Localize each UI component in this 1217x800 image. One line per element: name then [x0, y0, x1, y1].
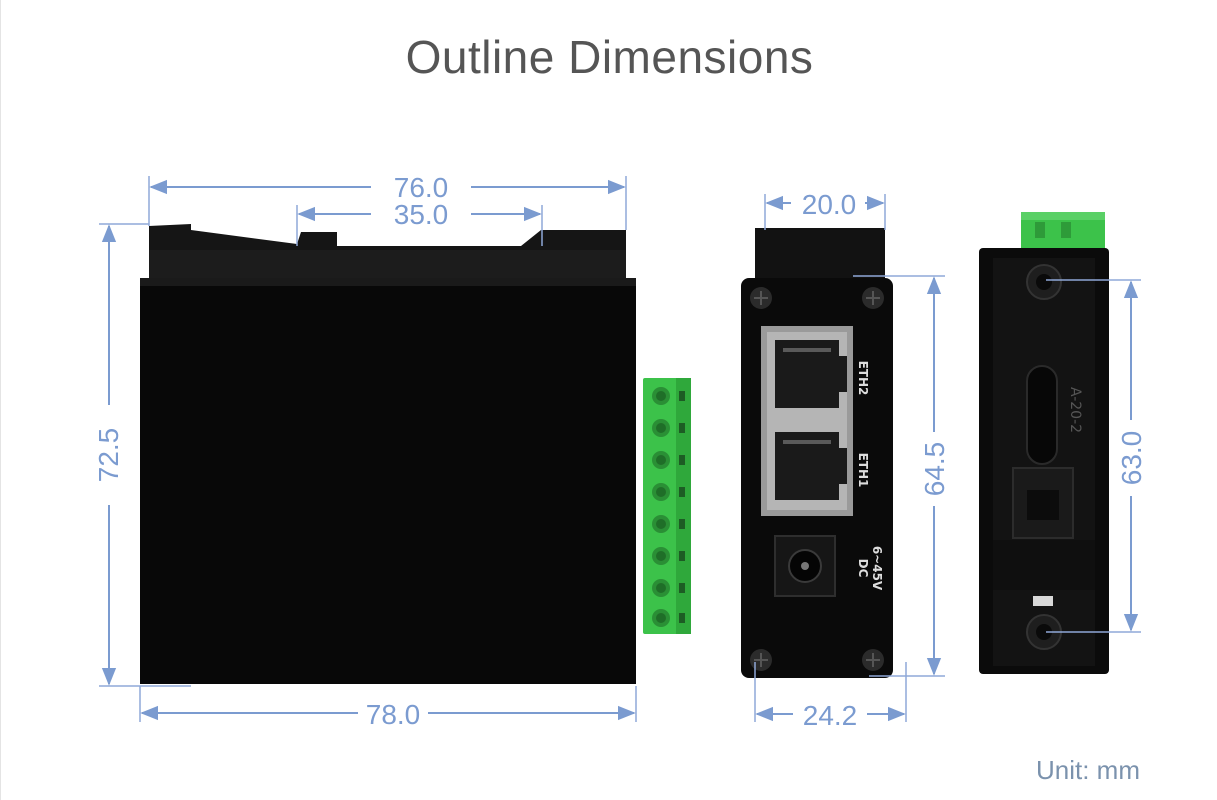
eth1-port	[775, 432, 847, 500]
terminal-screws	[652, 387, 685, 627]
front-body-edge	[140, 278, 636, 286]
dim-label-72-5: 72.5	[93, 428, 124, 483]
back-mark: A-20-2	[1067, 387, 1083, 433]
eth2-port	[775, 340, 847, 408]
dim-top-width: 76.0	[148, 172, 627, 230]
dim-rail-width: 35.0	[296, 199, 543, 246]
dim-label-20: 20.0	[802, 189, 857, 220]
dim-bottom-width: 78.0	[139, 686, 637, 730]
terminal-block	[643, 378, 691, 634]
front-view: 76.0 35.0 72.5	[93, 172, 691, 730]
front-body	[140, 278, 636, 684]
unit-label: Unit: mm	[1036, 755, 1140, 785]
side-top-rail	[755, 228, 885, 280]
dim-label-35: 35.0	[394, 199, 449, 230]
dc-label-2: 6~45V	[870, 546, 884, 591]
dc-label-1: DC	[856, 559, 870, 578]
eth1-label: ETH1	[856, 453, 870, 488]
page-title: Outline Dimensions	[405, 31, 814, 83]
dim-label-78: 78.0	[366, 699, 421, 730]
dim-label-76: 76.0	[394, 172, 449, 203]
dim-side-height: 64.5	[853, 275, 950, 677]
front-top-rail-shade	[149, 250, 626, 278]
dim-label-63: 63.0	[1116, 431, 1147, 486]
back-view: A-20-2 63.0	[979, 212, 1147, 674]
dim-back-height: 63.0	[1046, 279, 1147, 633]
side-view: ETH2 ETH1 DC 6~45V 20.0	[741, 189, 950, 731]
ethernet-ports	[761, 326, 853, 516]
dim-height-left: 72.5	[93, 223, 191, 687]
dim-side-bottom-width: 24.2	[754, 662, 907, 731]
dim-label-64-5: 64.5	[919, 442, 950, 497]
back-slot	[1026, 365, 1058, 465]
eth2-label: ETH2	[856, 361, 870, 396]
back-terminal	[1021, 212, 1105, 248]
dim-label-24-2: 24.2	[803, 700, 858, 731]
dc-jack	[774, 535, 836, 597]
dim-side-top-width: 20.0	[764, 189, 886, 230]
